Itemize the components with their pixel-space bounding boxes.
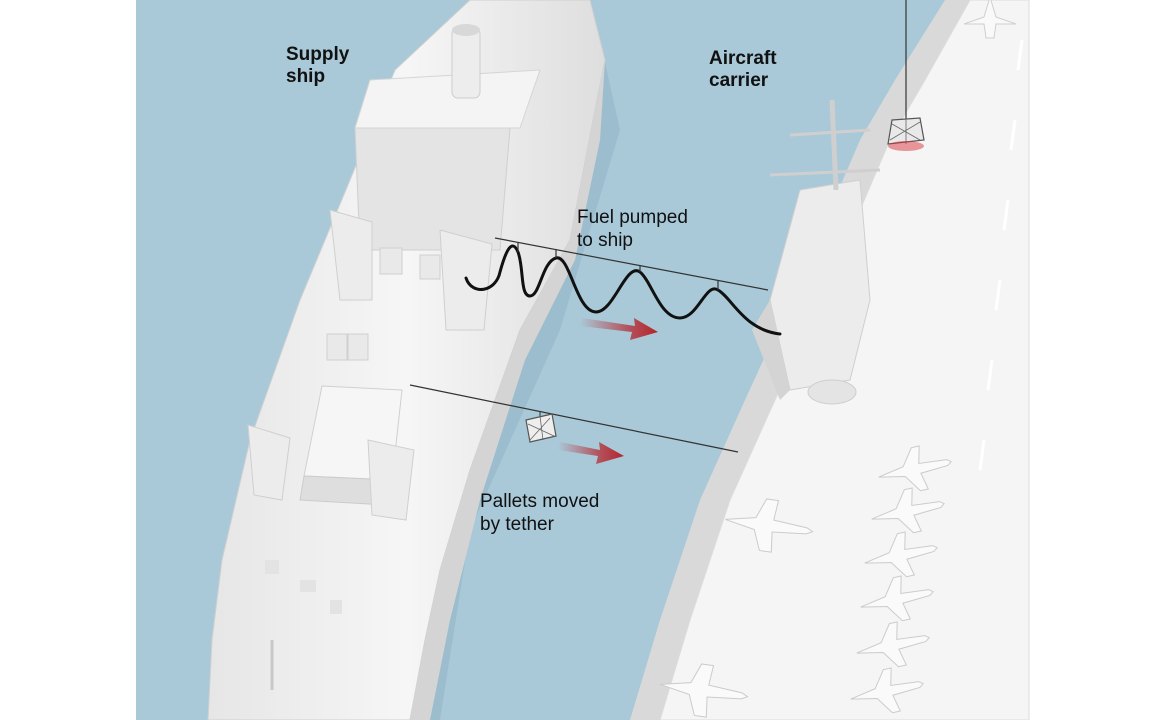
carrier-hull-side [630, 0, 970, 720]
fuel-transfer-label-line1: Fuel pumped [577, 207, 688, 228]
pallet-tether-line [409, 384, 739, 453]
fighter-jet-icon [850, 667, 924, 714]
deck-fitting [265, 560, 279, 574]
deck-container [326, 333, 348, 361]
supply-ship-label: Supply ship [286, 44, 349, 88]
fuel-transfer-label-line2: to ship [577, 230, 633, 251]
fighter-jet-icon [856, 621, 930, 668]
supply-ship-label-line1: Supply [286, 44, 350, 65]
supply-ship-funnel [451, 27, 481, 99]
fuel-support-cable [494, 237, 769, 291]
supply-ship-kingpost [247, 424, 291, 501]
fighter-jet-icon [871, 487, 945, 534]
deck-container [379, 247, 403, 275]
aircraft-carrier-illustration [630, 0, 1030, 720]
direction-arrow-icon [558, 442, 624, 464]
pallet-transfer-label-line1: Pallets moved [480, 491, 600, 512]
pallet-transfer-label: Pallets moved by tether [480, 490, 599, 536]
deck-fitting [300, 580, 316, 592]
carrier-island-side [752, 300, 790, 400]
supply-ship-kingpost [367, 439, 415, 521]
supply-ship-kingpost [329, 209, 373, 301]
carrier-yardarm [789, 128, 871, 137]
fighter-jet-icon [725, 498, 814, 553]
deck-container [419, 254, 441, 280]
fuel-transfer-label: Fuel pumped to ship [577, 206, 688, 252]
fighter-jet-icon [860, 575, 934, 622]
deck-fitting [330, 600, 342, 614]
fighter-jet-icon [864, 531, 938, 578]
aircraft-carrier-label: Aircraft carrier [709, 48, 777, 92]
pallet-transfer-label-line2: by tether [480, 514, 554, 535]
fuel-hose [464, 244, 782, 336]
deck-container [347, 333, 369, 361]
supply-ship-superstructure-top [354, 69, 541, 129]
direction-arrow-icon [580, 318, 658, 340]
fuel-hose-hangers [517, 242, 719, 290]
supply-ship-superstructure [354, 127, 511, 251]
aircraft-carrier-label-line2: carrier [709, 70, 769, 91]
fighter-jet-icon [963, 0, 1017, 39]
fighter-jet-icon [660, 663, 749, 718]
aircraft-carrier-label-line1: Aircraft [709, 48, 777, 69]
carrier-radar [807, 379, 857, 405]
carrier-mast [829, 99, 839, 191]
supply-ship-label-line2: ship [286, 66, 326, 87]
parked-jets [660, 445, 952, 718]
deck-edge-marks [978, 39, 1024, 471]
cargo-pallet-icon [887, 117, 925, 151]
fighter-jet-icon [878, 445, 952, 492]
supply-ship-side [410, 60, 605, 720]
supply-ship-funnel-top [452, 24, 480, 36]
carrier-yardarm [769, 168, 881, 177]
supply-ship-illustration [207, 0, 606, 720]
cargo-pallet-icon [525, 412, 557, 443]
